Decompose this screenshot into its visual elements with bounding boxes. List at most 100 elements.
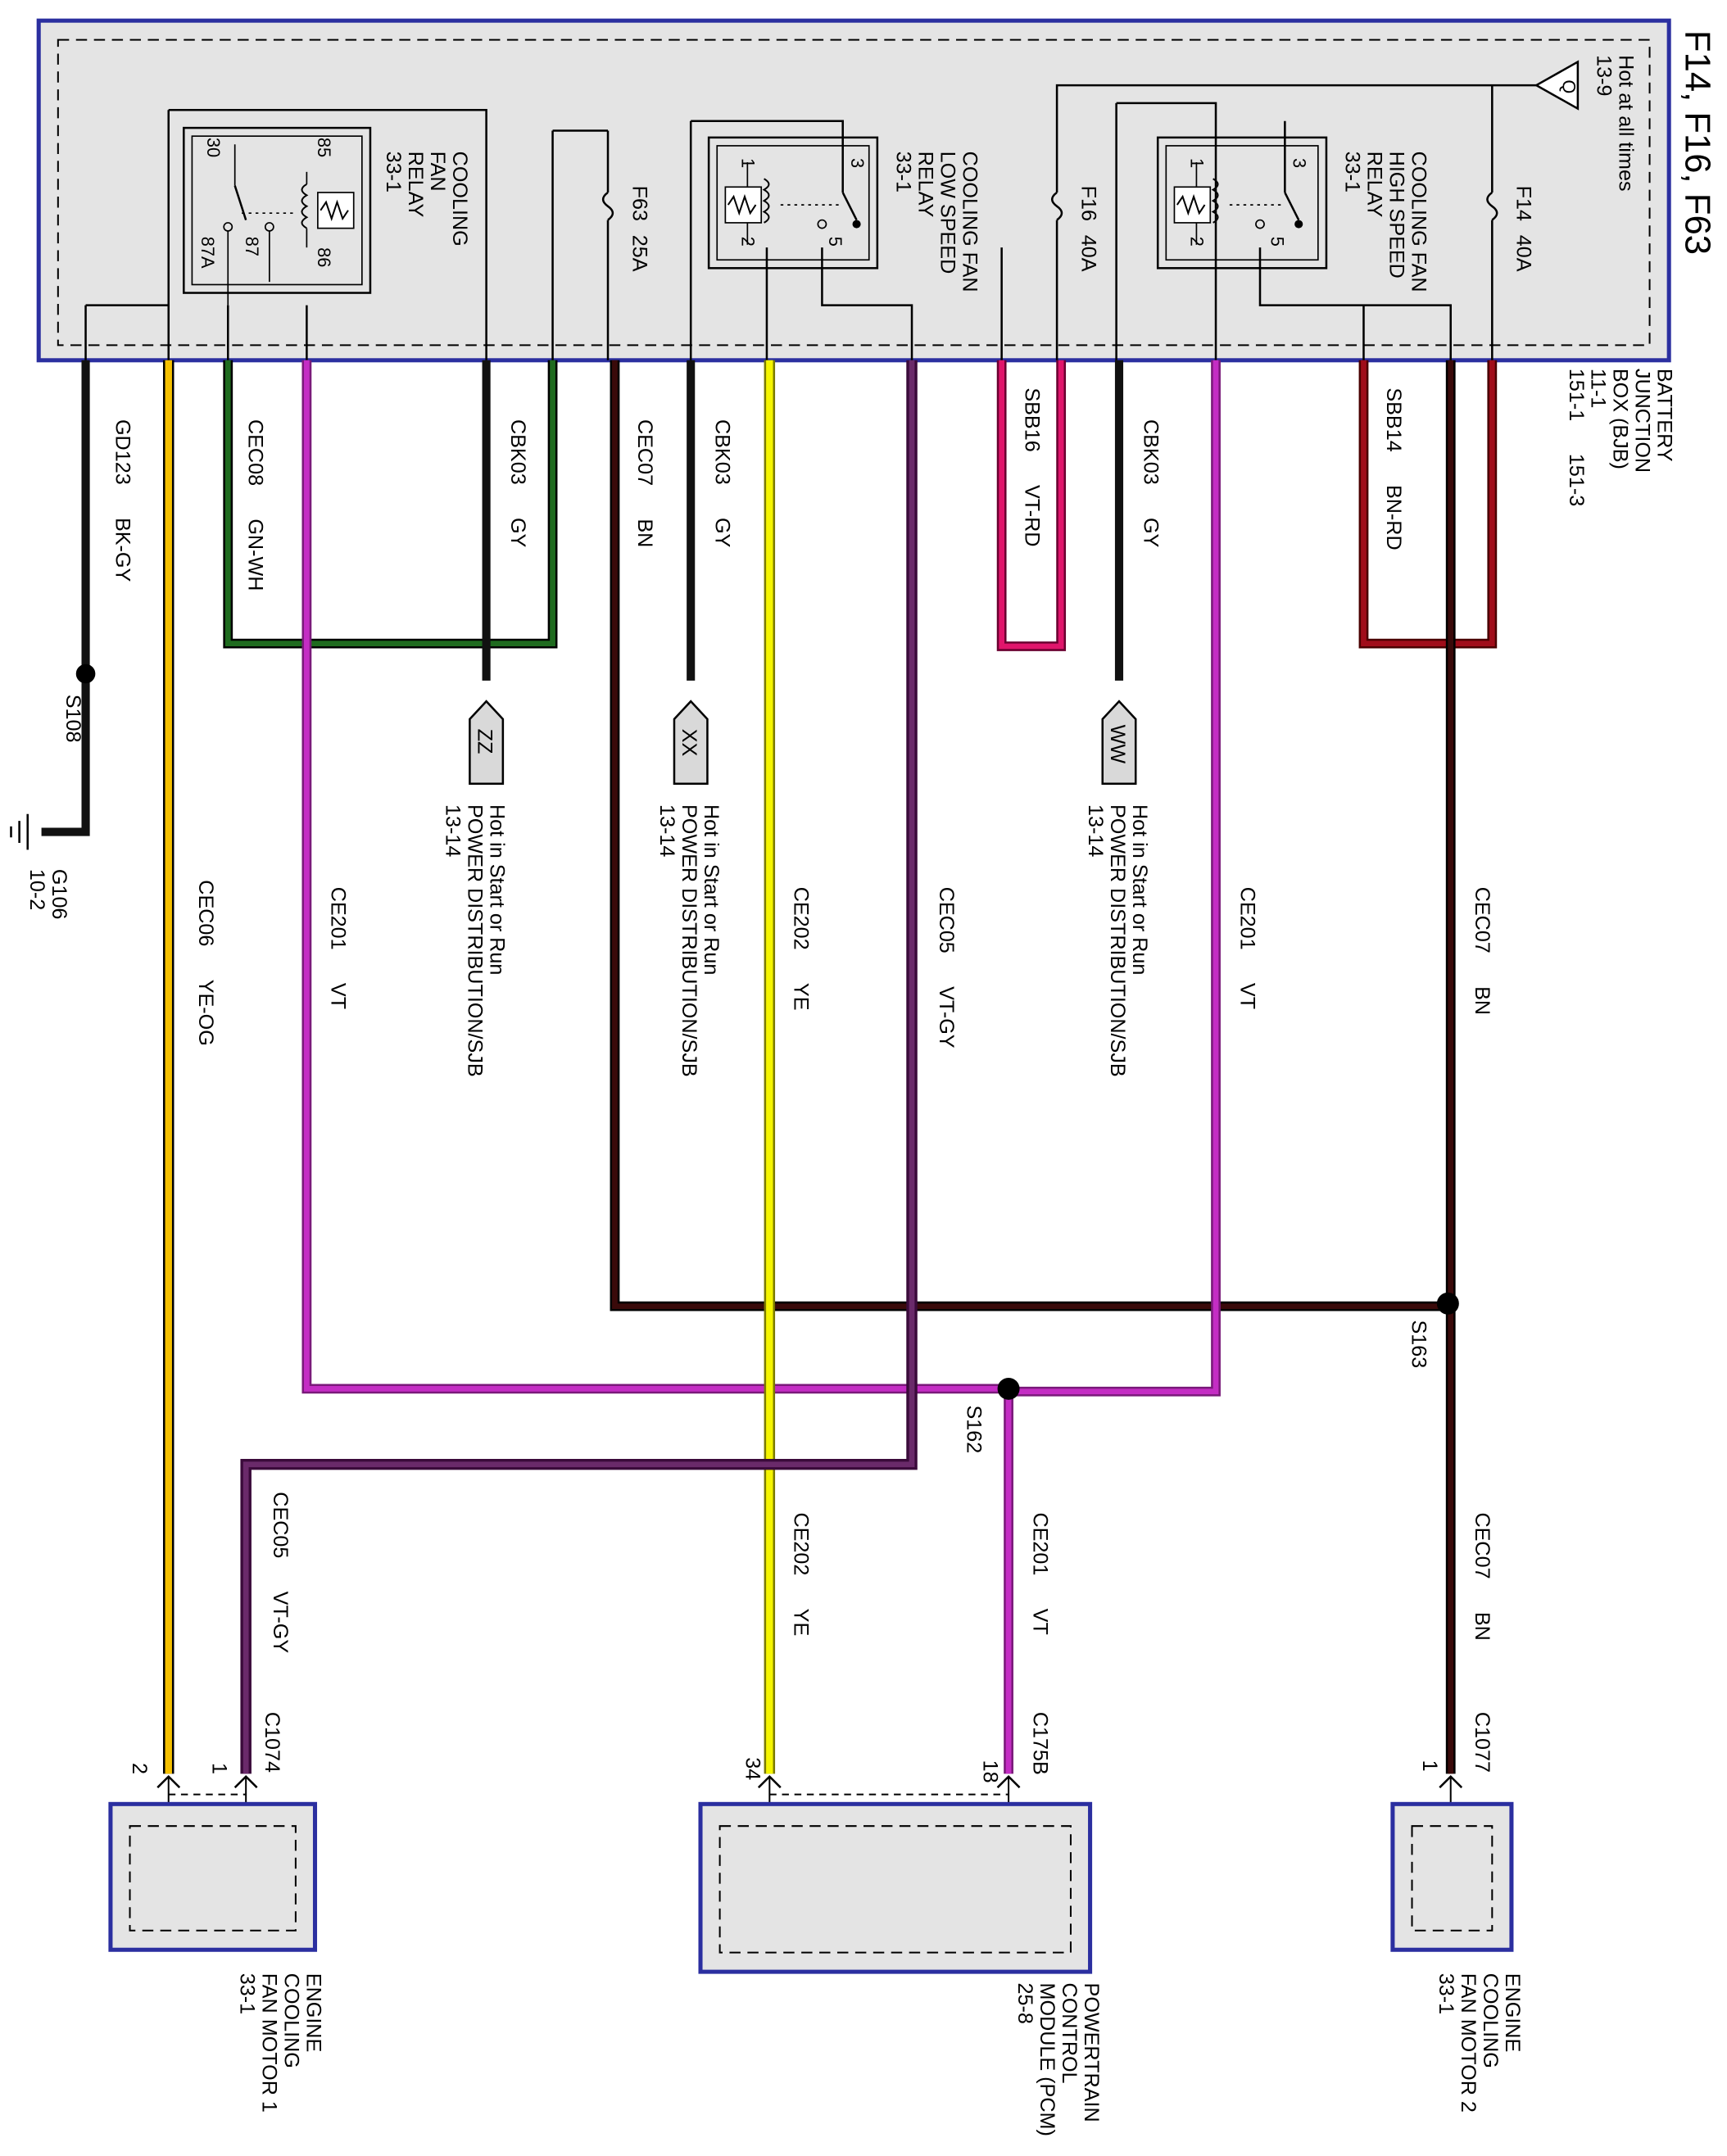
relay-low-line-1: COOLING FAN [958, 152, 981, 292]
relay-high-resistor-icon [1173, 186, 1212, 224]
motor-1-label: ENGINE COOLING FAN MOTOR 1 33-1 [235, 1973, 324, 2113]
wire-ce201-left-circuit: CE201 [327, 887, 350, 950]
connector-c175b-pin-34: 34 [741, 1757, 764, 1780]
relay-fan-label: COOLING FAN RELAY 33-1 [382, 152, 471, 247]
fuse-f63-rating: 25A [628, 235, 650, 272]
wire-cec05-top-circuit: CEC05 [935, 887, 958, 953]
connector-c175b-pin-18: 18 [979, 1760, 1002, 1783]
relay-low-pin-1: 1 [738, 158, 759, 168]
wire-ce202-top-circuit: CE202 [790, 887, 813, 950]
pcm-box [698, 1801, 1093, 1974]
wire-cbk03-ww-color: GY [1139, 518, 1162, 548]
connector-q-group: Q [1558, 79, 1579, 93]
wire-ce202-bottom-color: YE [790, 1609, 813, 1637]
wire-cec05-top-color: VT-GY [935, 986, 958, 1049]
power-tag-xx-line-3: 13-14 [655, 804, 678, 857]
svg-text:CBK03GY: CBK03GY [1139, 419, 1162, 548]
motor-2-line-2: COOLING [1479, 1973, 1502, 2068]
ground-g106-ref: 10-2 [25, 869, 48, 910]
ground-g106-icon [10, 813, 29, 850]
relay-low-pin-5: 5 [825, 237, 845, 247]
wire-gd123-color: BK-GY [111, 518, 134, 582]
pcm-line-4: 25-8 [1013, 1983, 1036, 2024]
relay-fan-line-3: RELAY [404, 152, 427, 218]
power-tag-zz-line-3: 13-14 [442, 804, 465, 857]
ground-g106-label: G106 10-2 [25, 869, 70, 920]
splice-s108-label: S108 [61, 695, 84, 743]
fuse-f14-rating: 40A [1512, 235, 1535, 272]
relay-fan-resistor-icon [317, 192, 355, 229]
power-tag-ww-icon [1101, 700, 1137, 786]
power-tag-xx-line-2: POWER DISTRIBUTION/SJB [678, 804, 700, 1077]
bjb-name-4: 11-1 [1587, 369, 1610, 408]
relay-fan-line-4: 33-1 [382, 152, 405, 192]
relay-low-line-4: 33-1 [891, 152, 914, 192]
relay-high-pin-3: 3 [1289, 158, 1309, 168]
wire-gd123-circuit: GD123 [111, 419, 134, 485]
svg-text:CBK03GY: CBK03GY [711, 419, 734, 548]
motor-2-line-4: 33-1 [1435, 1973, 1457, 2014]
wire-cbk03-ww-circuit: CBK03 [1139, 419, 1162, 485]
wire-cec08 [224, 360, 555, 646]
svg-text:CE202YE: CE202YE [790, 1512, 813, 1636]
connector-q-icon [1534, 60, 1580, 111]
wire-ce201-right [1009, 360, 1219, 1395]
power-tag-ww-text: Hot in Start or Run POWER DISTRIBUTION/S… [1084, 804, 1151, 1077]
motor-1-line-3: FAN MOTOR 1 [257, 1973, 280, 2113]
relay-high-switch-icon [1284, 192, 1300, 221]
wire-ce201-left-color: VT [327, 983, 350, 1009]
relay-low-switch-icon [841, 192, 858, 221]
svg-text:CEC06YE-OG: CEC06YE-OG [194, 880, 217, 1045]
motor-1-box [108, 1801, 318, 1952]
wire-cec05-bottom-circuit: CEC05 [269, 1492, 292, 1558]
relay-high-line-1: COOLING FAN [1407, 152, 1430, 292]
relay-fan-switch-icon [233, 185, 247, 220]
pcm-label: POWERTRAIN CONTROL MODULE (PCM) 25-8 [1013, 1983, 1103, 2136]
wire-ce201-right-color: VT [1235, 983, 1258, 1009]
ground-g106-name: G106 [48, 869, 70, 920]
hot-at-all-times-ref: 13-9 [1592, 55, 1615, 96]
power-tag-ww-line-3: 13-14 [1084, 804, 1107, 857]
wire-gd123 [41, 360, 90, 836]
wire-cec05-bottom-color: VT-GY [269, 1592, 292, 1654]
power-tag-zz-line-1: Hot in Start or Run [486, 804, 509, 975]
relay-low-coil-icon [762, 178, 770, 224]
bjb-internal-wiring [84, 84, 1537, 360]
wire-cec07-bottom-color: BN [1471, 1612, 1494, 1641]
bjb-inner-dashed [57, 38, 1651, 346]
wire-cec08-circuit: CEC08 [244, 419, 267, 486]
relay-high-pin-2: 2 [1187, 237, 1208, 247]
fuse-f63-name: F63 [628, 186, 650, 221]
fuse-f14-label: F1440A [1512, 186, 1535, 272]
splice-s162-dot [997, 1377, 1020, 1400]
wire-cec08-color: GN-WH [244, 519, 267, 591]
power-tag-xx-text: Hot in Start or Run POWER DISTRIBUTION/S… [655, 804, 723, 1077]
power-tag-zz-icon [469, 700, 505, 786]
relay-fan-pin-85: 85 [314, 138, 334, 157]
connector-c1074-pin-1: 1 [208, 1763, 231, 1774]
pcm-line-3: MODULE (PCM) [1036, 1983, 1058, 2136]
motor-1-line-1: ENGINE [301, 1973, 324, 2052]
motor-2-line-1: ENGINE [1501, 1973, 1524, 2052]
relay-fan-pin-87a: 87A [197, 237, 218, 269]
motor-2-label: ENGINE COOLING FAN MOTOR 2 33-1 [1435, 1973, 1524, 2113]
wire-sbb16 [999, 360, 1064, 650]
power-tag-xx-label: XX [678, 729, 700, 757]
motor-2-line-3: FAN MOTOR 2 [1457, 1973, 1480, 2113]
svg-text:CE201VT: CE201VT [1235, 887, 1258, 1009]
wire-ce201-left [304, 360, 1009, 1392]
relay-low-label: COOLING FAN LOW SPEED RELAY 33-1 [891, 152, 981, 292]
relay-low-speed: 1 2 3 5 [707, 136, 879, 270]
diagram-title: F14, F16, F63 [1677, 30, 1717, 255]
fuse-f14-name: F14 [1512, 186, 1535, 221]
connector-c175b-label: C175B [1028, 1712, 1051, 1775]
pcm-line-1: POWERTRAIN [1080, 1983, 1103, 2122]
wire-cec06-color: YE-OG [194, 980, 217, 1046]
pcm-inner [718, 1825, 1072, 1954]
svg-text:SBB14BN-RD: SBB14BN-RD [1382, 387, 1405, 550]
relay-high-line-4: 33-1 [1341, 152, 1364, 192]
connector-c1077-label: C1077 [1471, 1712, 1494, 1773]
wire-cbk03-zz-circuit: CBK03 [506, 419, 529, 485]
relay-high-pin-5: 5 [1267, 237, 1287, 247]
